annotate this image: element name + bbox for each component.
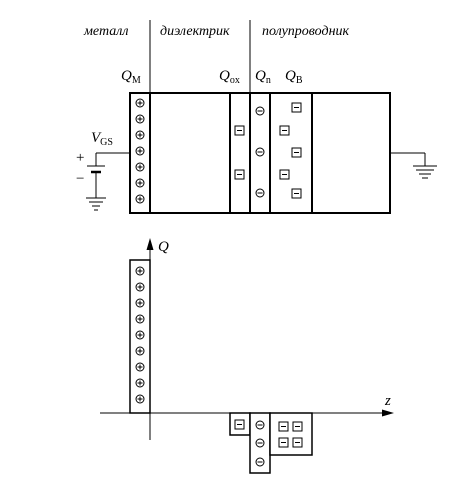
plus-charge-icon xyxy=(135,98,145,108)
plus-charge-icon xyxy=(135,362,145,372)
oxide-fixed-charges xyxy=(234,125,245,180)
plus-charge-icon xyxy=(135,282,145,292)
minus-charge-icon xyxy=(255,457,265,467)
minus-charge-icon xyxy=(255,438,265,448)
charge-label-inversion: Qn xyxy=(255,68,271,86)
plus-charge-icon xyxy=(135,130,145,140)
region-label-semiconductor: полупроводник xyxy=(262,24,350,39)
plus-charge-icon xyxy=(135,298,145,308)
y-axis-label: Q xyxy=(158,239,169,255)
ground-icon xyxy=(86,197,106,211)
boxed-minus-icon xyxy=(292,421,303,432)
region-label-dielectric: диэлектрик xyxy=(160,24,230,39)
charge-label-bulk: QB xyxy=(285,68,303,86)
plus-charge-icon xyxy=(135,146,145,156)
plus-charge-icon xyxy=(135,346,145,356)
ground-icon xyxy=(390,152,437,179)
depletion-ion-charges xyxy=(279,102,302,199)
plot-metal-positive-charges xyxy=(135,266,145,404)
plus-charge-icon xyxy=(135,162,145,172)
plus-charge-icon xyxy=(135,330,145,340)
minus-charge-icon xyxy=(255,106,265,116)
plus-charge-icon xyxy=(135,114,145,124)
gate-voltage-source xyxy=(87,152,130,198)
boxed-minus-icon xyxy=(234,125,245,136)
boxed-minus-icon xyxy=(278,421,289,432)
source-minus-sign: − xyxy=(76,171,84,187)
plus-charge-icon xyxy=(135,314,145,324)
charge-distribution-plot: Q z xyxy=(100,238,394,474)
plus-charge-icon xyxy=(135,178,145,188)
boxed-minus-icon xyxy=(279,169,290,180)
source-plus-sign: + xyxy=(76,150,84,166)
minus-charge-icon xyxy=(255,420,265,430)
boxed-minus-icon xyxy=(291,147,302,158)
boxed-minus-icon xyxy=(234,419,245,430)
plus-charge-icon xyxy=(135,266,145,276)
charge-label-metal: QM xyxy=(121,68,141,86)
y-axis-arrow-icon xyxy=(146,238,154,250)
boxed-minus-icon xyxy=(234,169,245,180)
gate-voltage-label: VGS xyxy=(91,130,113,148)
metal-positive-charges xyxy=(135,98,145,204)
boxed-minus-icon xyxy=(291,102,302,113)
minus-charge-icon xyxy=(255,188,265,198)
boxed-minus-icon xyxy=(279,125,290,136)
boxed-minus-icon xyxy=(278,437,289,448)
boxed-minus-icon xyxy=(292,437,303,448)
x-axis-label: z xyxy=(384,393,391,409)
boxed-minus-icon xyxy=(291,188,302,199)
plus-charge-icon xyxy=(135,378,145,388)
plus-charge-icon xyxy=(135,394,145,404)
charge-label-oxide: Qox xyxy=(219,68,240,86)
inversion-electron-charges xyxy=(255,106,265,198)
x-axis-arrow-icon xyxy=(382,409,394,417)
region-label-metal: металл xyxy=(83,24,128,39)
depletion-charge-bar xyxy=(269,412,313,456)
plus-charge-icon xyxy=(135,194,145,204)
minus-charge-icon xyxy=(255,147,265,157)
